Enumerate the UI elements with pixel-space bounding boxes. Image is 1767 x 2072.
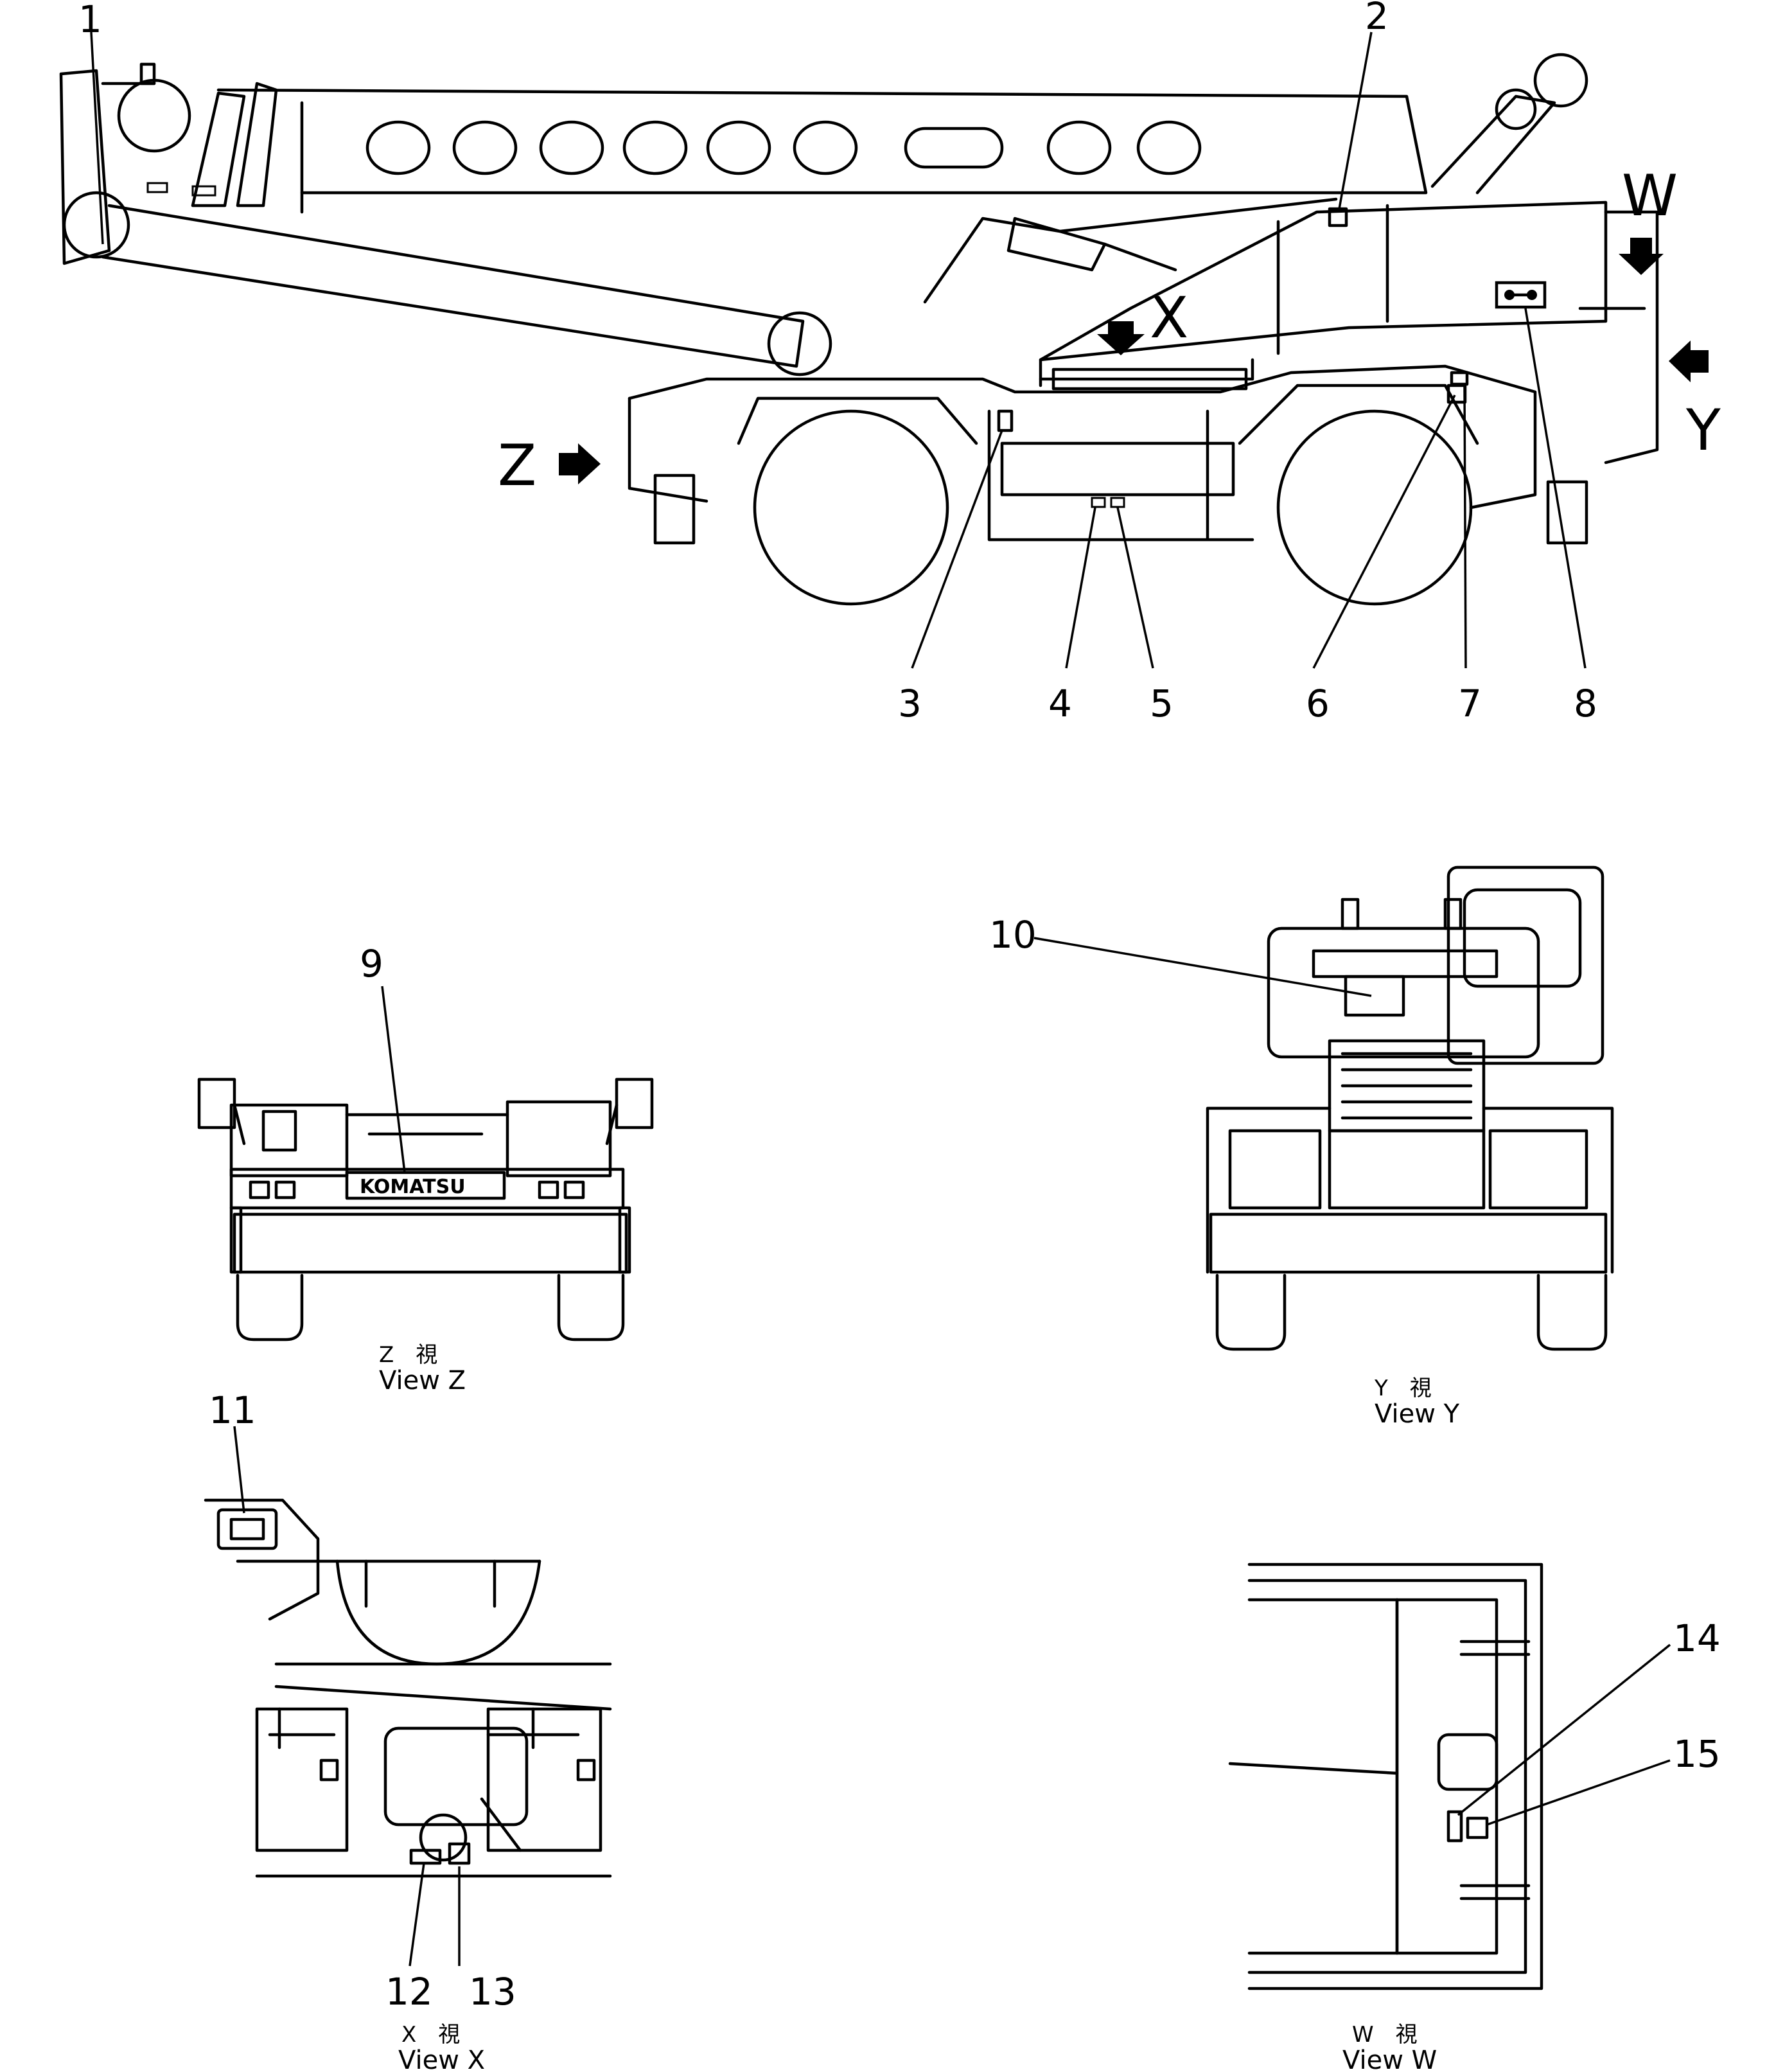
caption-kanji-z: Z 視 [379, 1342, 437, 1368]
callout-11: 11 [209, 1388, 256, 1432]
caption-kanji-x: X 視 [401, 2022, 460, 2048]
main-side-view: X W Y Z [59, 0, 1721, 725]
superstructure [923, 197, 1659, 465]
callout-8: 8 [1574, 682, 1597, 725]
callout-leaders [90, 31, 1587, 669]
caption-view-x: View X [398, 2046, 485, 2072]
callout-7: 7 [1458, 682, 1482, 725]
view-x: 11 12 13 X 視 View X [204, 1388, 612, 2072]
direction-letter-z: Z [498, 432, 536, 499]
callout-14: 14 [1673, 1616, 1721, 1660]
caption-kanji-w: W 視 [1352, 2022, 1418, 2048]
direction-letter-y: Y [1685, 397, 1721, 463]
view-w: 14 15 W 視 View W [1228, 1563, 1721, 2072]
boom-head [59, 62, 191, 265]
callout-12: 12 [385, 1970, 433, 2014]
arrow-w-icon [1619, 238, 1664, 275]
arrow-y-icon [1669, 341, 1709, 382]
carrier [628, 281, 1588, 606]
caption-view-z: View Z [379, 1366, 466, 1395]
callout-1: 1 [78, 0, 102, 41]
boom [101, 82, 1428, 376]
arrow-x-icon [1097, 321, 1145, 355]
view-z: KOMATSU 9 Z 視 View Z [197, 942, 654, 1395]
callout-4: 4 [1048, 682, 1072, 725]
komatsu-badge: KOMATSU [360, 1176, 466, 1198]
callout-2: 2 [1365, 0, 1389, 38]
caption-kanji-y: Y 視 [1374, 1376, 1432, 1401]
direction-letter-w: W [1622, 163, 1678, 229]
callout-3: 3 [898, 682, 922, 725]
callout-6: 6 [1306, 682, 1330, 725]
caption-view-y: View Y [1375, 1399, 1460, 1429]
callout-15: 15 [1673, 1732, 1721, 1776]
arrow-z-icon [559, 443, 601, 484]
callout-10: 10 [989, 913, 1037, 957]
direction-letter-x: X [1150, 285, 1188, 351]
caption-view-w: View W [1342, 2046, 1437, 2072]
view-y: 10 Y 視 View Y [989, 865, 1614, 1429]
callout-5: 5 [1150, 682, 1174, 725]
callout-9: 9 [360, 942, 383, 986]
callout-13: 13 [469, 1970, 516, 2014]
